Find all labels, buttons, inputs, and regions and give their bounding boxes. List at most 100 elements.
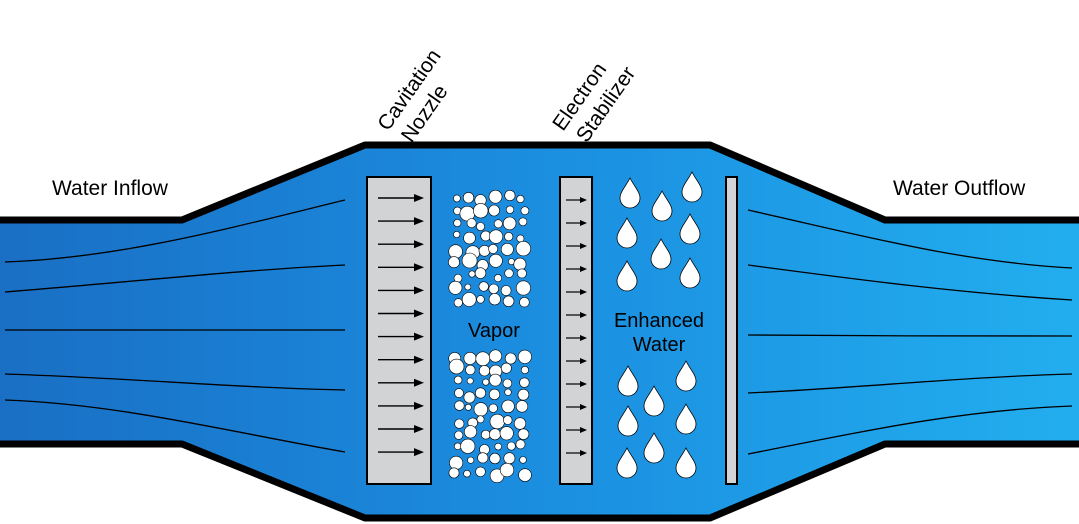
enhanced-water-label-line2: Water (633, 334, 686, 356)
vapor-bubble-icon (488, 243, 498, 254)
vapor-bubble-icon (454, 442, 462, 450)
arrow-right-icon (378, 217, 424, 226)
water-droplet-icon (619, 177, 641, 209)
arrow-right-icon (566, 312, 587, 318)
arrow-right-icon (378, 401, 424, 410)
vapor-bubble-icon (519, 377, 530, 388)
vapor-bubble-icon (502, 378, 513, 389)
vapor-bubble-icon (463, 231, 476, 245)
stabilizer-arrows (566, 197, 587, 456)
vapor-bubble-icon (504, 190, 516, 202)
vapor-bubble-icon (488, 253, 503, 268)
vapor-bubble-icon (477, 452, 489, 464)
vapor-bubble-icon (465, 364, 476, 376)
inflow-streamlines (4, 199, 346, 453)
vapor-bubbles (448, 189, 532, 483)
vapor-bubble-icon (515, 241, 532, 257)
enhanced-water-droplets (616, 171, 703, 479)
vapor-bubble-icon (454, 418, 465, 429)
pipe-body (0, 145, 1079, 518)
arrow-right-icon (566, 358, 587, 364)
vapor-bubble-icon (518, 217, 528, 227)
vapor-bubble-icon (488, 373, 502, 387)
vapor-bubble-icon (506, 441, 516, 451)
vapor-bubble-icon (516, 195, 525, 204)
water-droplet-icon (651, 190, 673, 222)
vapor-bubble-icon (493, 274, 502, 283)
water-droplet-icon (681, 171, 703, 203)
vapor-bubble-icon (474, 387, 486, 399)
arrow-right-icon (566, 427, 587, 433)
water-droplet-icon (679, 257, 701, 289)
vapor-bubble-icon (502, 295, 515, 307)
arrow-right-icon (378, 309, 424, 318)
water-outflow-label: Water Outflow (893, 177, 1026, 200)
arrow-right-icon (566, 266, 587, 272)
water-droplet-icon (616, 260, 638, 292)
enhanced-water-label-line1: Enhanced (614, 310, 704, 332)
vapor-bubble-icon (520, 206, 530, 215)
vapor-bubble-icon (475, 466, 486, 477)
vapor-bubble-icon (489, 428, 501, 441)
vapor-bubble-icon (453, 194, 461, 203)
cavitation-nozzle-panel (366, 176, 432, 485)
vapor-bubble-icon (500, 242, 514, 256)
vapor-bubble-icon (505, 205, 515, 214)
vapor-bubble-icon (513, 257, 527, 271)
water-droplet-icon (675, 447, 697, 479)
arrow-right-icon (378, 378, 424, 387)
vapor-bubble-icon (478, 365, 491, 377)
arrow-right-icon (378, 332, 424, 341)
vapor-bubble-icon (518, 468, 532, 482)
vapor-bubble-icon (517, 388, 530, 401)
vapor-bubble-icon (474, 267, 487, 279)
vapor-bubble-icon (489, 452, 501, 465)
water-droplet-icon (679, 213, 701, 245)
arrow-right-icon (378, 425, 424, 433)
vapor-bubble-icon (499, 426, 514, 441)
arrow-right-icon (566, 289, 587, 295)
vapor-bubble-icon (468, 270, 476, 278)
pipe-outline-bottom (0, 440, 1079, 522)
vapor-bubble-icon (478, 281, 489, 292)
vapor-bubble-icon (480, 429, 491, 440)
vapor-bubble-icon (473, 203, 489, 219)
cavitation-nozzle-label: Cavitation Nozzle (373, 45, 452, 146)
vapor-bubble-icon (475, 351, 491, 367)
vapor-bubble-icon (464, 403, 472, 411)
water-droplet-icon (650, 238, 672, 270)
vapor-bubble-icon (473, 402, 488, 417)
water-droplet-icon (643, 385, 665, 417)
arrow-right-icon (566, 381, 587, 387)
vapor-bubble-icon (463, 425, 477, 439)
water-droplet-icon (616, 447, 638, 479)
vapor-bubble-icon (501, 399, 515, 414)
vapor-bubble-icon (454, 400, 465, 411)
vapor-bubble-icon (488, 189, 503, 204)
vapor-bubble-icon (513, 417, 527, 430)
electron-stabilizer-label: Electron Stabilizer (548, 59, 640, 147)
vapor-bubble-icon (519, 456, 527, 464)
vapor-bubble-icon (453, 231, 461, 239)
vapor-bubble-icon (476, 222, 485, 231)
vapor-bubble-icon (453, 375, 463, 385)
water-droplet-icon (643, 432, 665, 464)
vapor-bubble-icon (488, 403, 498, 413)
water-droplet-icon (616, 217, 638, 249)
vapor-bubble-icon (449, 455, 464, 470)
pipe-outline-top (0, 141, 1079, 224)
outlet-screen (725, 176, 738, 485)
arrow-right-icon (378, 263, 424, 272)
vapor-bubble-icon (454, 388, 464, 398)
vapor-bubble-icon (488, 388, 501, 401)
vapor-bubble-icon (488, 283, 499, 295)
vapor-bubble-icon (488, 204, 500, 217)
vapor-bubble-icon (503, 415, 513, 425)
arrow-right-icon (378, 240, 424, 249)
vapor-bubble-icon (461, 292, 477, 307)
outflow-streamlines (747, 209, 1073, 455)
arrow-right-icon (566, 197, 587, 203)
vapor-bubble-icon (489, 413, 505, 430)
vapor-bubble-icon (503, 452, 516, 465)
